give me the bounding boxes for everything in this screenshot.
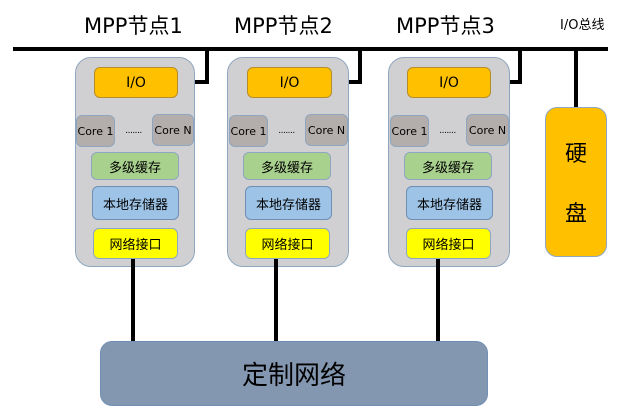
node-2-title: MPP节点2 xyxy=(234,14,333,38)
node-1-core-1: Core 1 xyxy=(76,115,115,147)
node-1-io-connector-vertical xyxy=(205,47,209,84)
node-3-io-box: I/O xyxy=(407,67,491,98)
node-1-core-n: Core N xyxy=(152,114,194,146)
node-1-local-storage: 本地存储器 xyxy=(92,186,179,220)
node-3-io-connector-vertical xyxy=(518,47,522,84)
node-3-network-interface: 网络接口 xyxy=(406,228,491,259)
node-2-io-connector-vertical xyxy=(358,47,362,84)
node-1-network-interface: 网络接口 xyxy=(93,228,178,259)
node-1-cache: 多级缓存 xyxy=(91,152,179,180)
disk-connector xyxy=(574,47,578,108)
node-3-title: MPP节点3 xyxy=(396,14,495,38)
node-2-core-n: Core N xyxy=(305,114,348,146)
node-3-core-n: Core N xyxy=(466,114,509,146)
node-1-io-box: I/O xyxy=(94,67,178,98)
hard-disk-label-line-2: 盘 xyxy=(564,202,587,227)
node-3-core-1: Core 1 xyxy=(390,115,429,147)
node-3-network-link xyxy=(436,259,440,342)
node-3-cache: 多级缓存 xyxy=(404,152,492,180)
node-2-network-link xyxy=(274,259,278,342)
io-bus-line xyxy=(13,47,608,51)
custom-network: 定制网络 xyxy=(100,341,488,406)
hard-disk: 硬 盘 xyxy=(545,107,607,257)
node-1-network-link xyxy=(131,259,135,342)
node-3-local-storage: 本地存储器 xyxy=(406,186,493,220)
node-1-core-ellipsis: ....... xyxy=(125,126,142,136)
node-2-core-ellipsis: ....... xyxy=(278,126,295,136)
hard-disk-label-line-1: 硬 xyxy=(564,142,587,167)
node-2-network-interface: 网络接口 xyxy=(245,228,330,259)
io-bus-label: I/O总线 xyxy=(560,18,605,33)
node-2-io-box: I/O xyxy=(247,67,332,98)
node-2-cache: 多级缓存 xyxy=(243,152,331,180)
node-2-core-1: Core 1 xyxy=(229,115,268,147)
node-3-core-ellipsis: ....... xyxy=(439,126,456,136)
node-1-title: MPP节点1 xyxy=(84,14,183,38)
node-2-local-storage: 本地存储器 xyxy=(245,186,332,220)
